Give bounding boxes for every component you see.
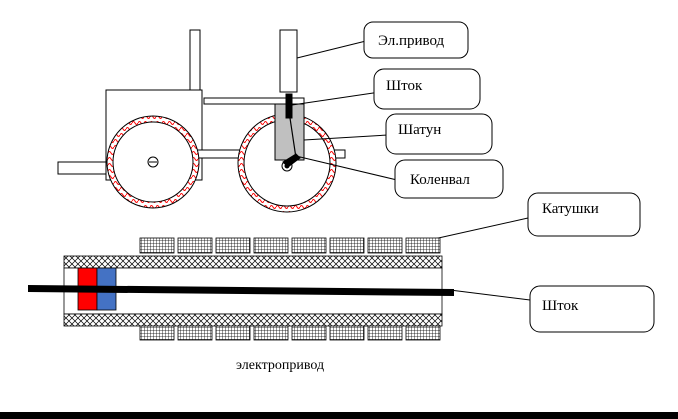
coil: [291, 325, 327, 341]
label-shatun: Шатун: [398, 122, 441, 138]
callout-shatun: Шатун: [385, 113, 493, 155]
callout-eldrive: Эл.привод: [363, 21, 469, 59]
coil: [405, 237, 441, 254]
coils-top: [139, 237, 441, 254]
coil: [329, 325, 365, 341]
callout-rod-top: Шток: [373, 68, 481, 110]
label-eldrive: Эл.привод: [378, 33, 445, 49]
motor-rod: [28, 285, 454, 296]
callout-rod-bottom: Шток: [529, 285, 655, 333]
linear-motor: [28, 237, 454, 341]
coils-bottom: [139, 325, 441, 341]
motor-tube-bottom-wall: [63, 313, 443, 327]
coil: [329, 237, 365, 254]
coil: [215, 325, 251, 341]
coil: [139, 325, 175, 341]
electric-drive-housing: [279, 29, 298, 93]
coil: [177, 237, 213, 254]
coil: [291, 237, 327, 254]
coil: [139, 237, 175, 254]
caption-electric-drive: электропривод: [236, 358, 324, 373]
coil: [253, 325, 289, 341]
label-crankshaft: Коленвал: [410, 172, 470, 188]
coil: [367, 325, 403, 341]
motor-tube-top-wall: [63, 255, 443, 269]
callout-leaders: [291, 39, 531, 301]
coil: [367, 237, 403, 254]
crank-pin: [282, 153, 301, 168]
label-rod-top: Шток: [386, 78, 423, 94]
coil: [405, 325, 441, 341]
label-rod-bottom: Шток: [542, 298, 579, 314]
callout-coils: Катушки: [527, 192, 641, 237]
page-bottom-border: [0, 412, 678, 419]
coil: [177, 325, 213, 341]
label-coils: Катушки: [542, 201, 599, 217]
piston-rod: [285, 93, 293, 119]
coil: [253, 237, 289, 254]
tractor-roof-bar: [203, 97, 305, 105]
callout-crankshaft: Коленвал: [394, 159, 504, 199]
tractor-chimney: [189, 29, 201, 91]
tractor-front-bumper: [57, 161, 109, 175]
tractor: [57, 29, 346, 213]
coil: [215, 237, 251, 254]
connecting-rod-line: [289, 117, 297, 159]
